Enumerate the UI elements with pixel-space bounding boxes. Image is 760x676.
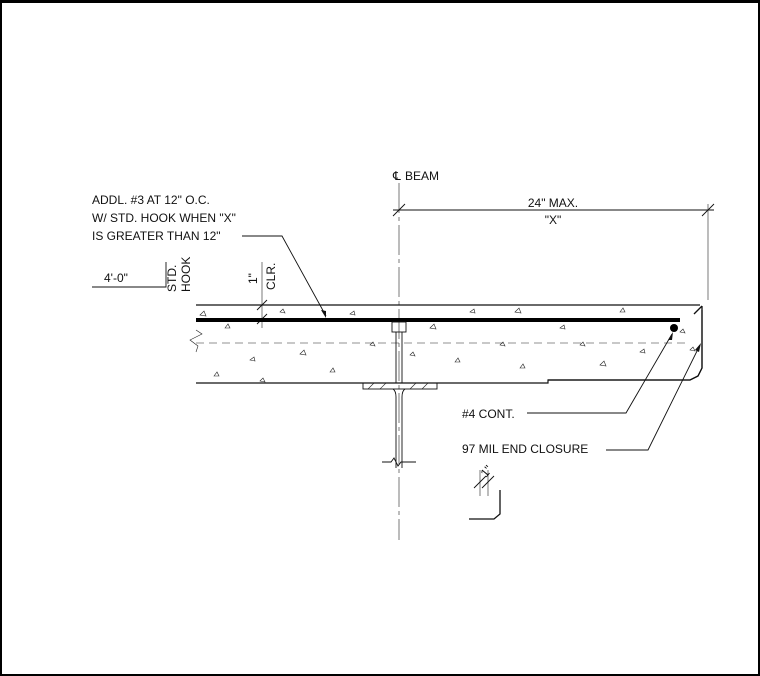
end-closure-label: 97 MIL END CLOSURE <box>462 442 588 456</box>
addl-bar-note-line1: ADDL. #3 AT 12" O.C. <box>92 193 210 207</box>
hook-length-label: 4'-0" <box>104 271 128 285</box>
concrete-aggregate-pattern <box>199 307 696 383</box>
centerline-symbol: ℄ <box>392 169 401 183</box>
continuous-bar-label: #4 CONT. <box>462 407 515 421</box>
std-label: STD. <box>165 265 179 292</box>
addl-bar-note-line3: IS GREATER THAN 12" <box>92 229 221 243</box>
addl-bar-note-line2: W/ STD. HOOK WHEN "X" <box>92 211 236 225</box>
hook-label: HOOK <box>179 257 193 292</box>
cantilever-dimension-line <box>392 203 715 300</box>
clear-value-label: 1" <box>246 273 260 284</box>
max-dimension-label: 24" MAX. <box>528 196 578 210</box>
steel-beam <box>362 382 438 468</box>
x-dimension-label: "X" <box>545 213 562 227</box>
addl-bar-leader <box>242 235 327 318</box>
continuous-bar-leader <box>527 332 673 414</box>
shear-stud <box>391 321 407 383</box>
end-closure-leader <box>606 343 701 451</box>
concrete-slab <box>189 304 703 384</box>
beam-label: BEAM <box>405 169 439 183</box>
clear-abbrev-label: CLR. <box>264 263 278 290</box>
hook-length-callout <box>92 262 167 288</box>
continuous-bar-dot <box>670 324 678 332</box>
end-closure-profile <box>548 305 703 381</box>
closure-detail <box>469 470 501 520</box>
